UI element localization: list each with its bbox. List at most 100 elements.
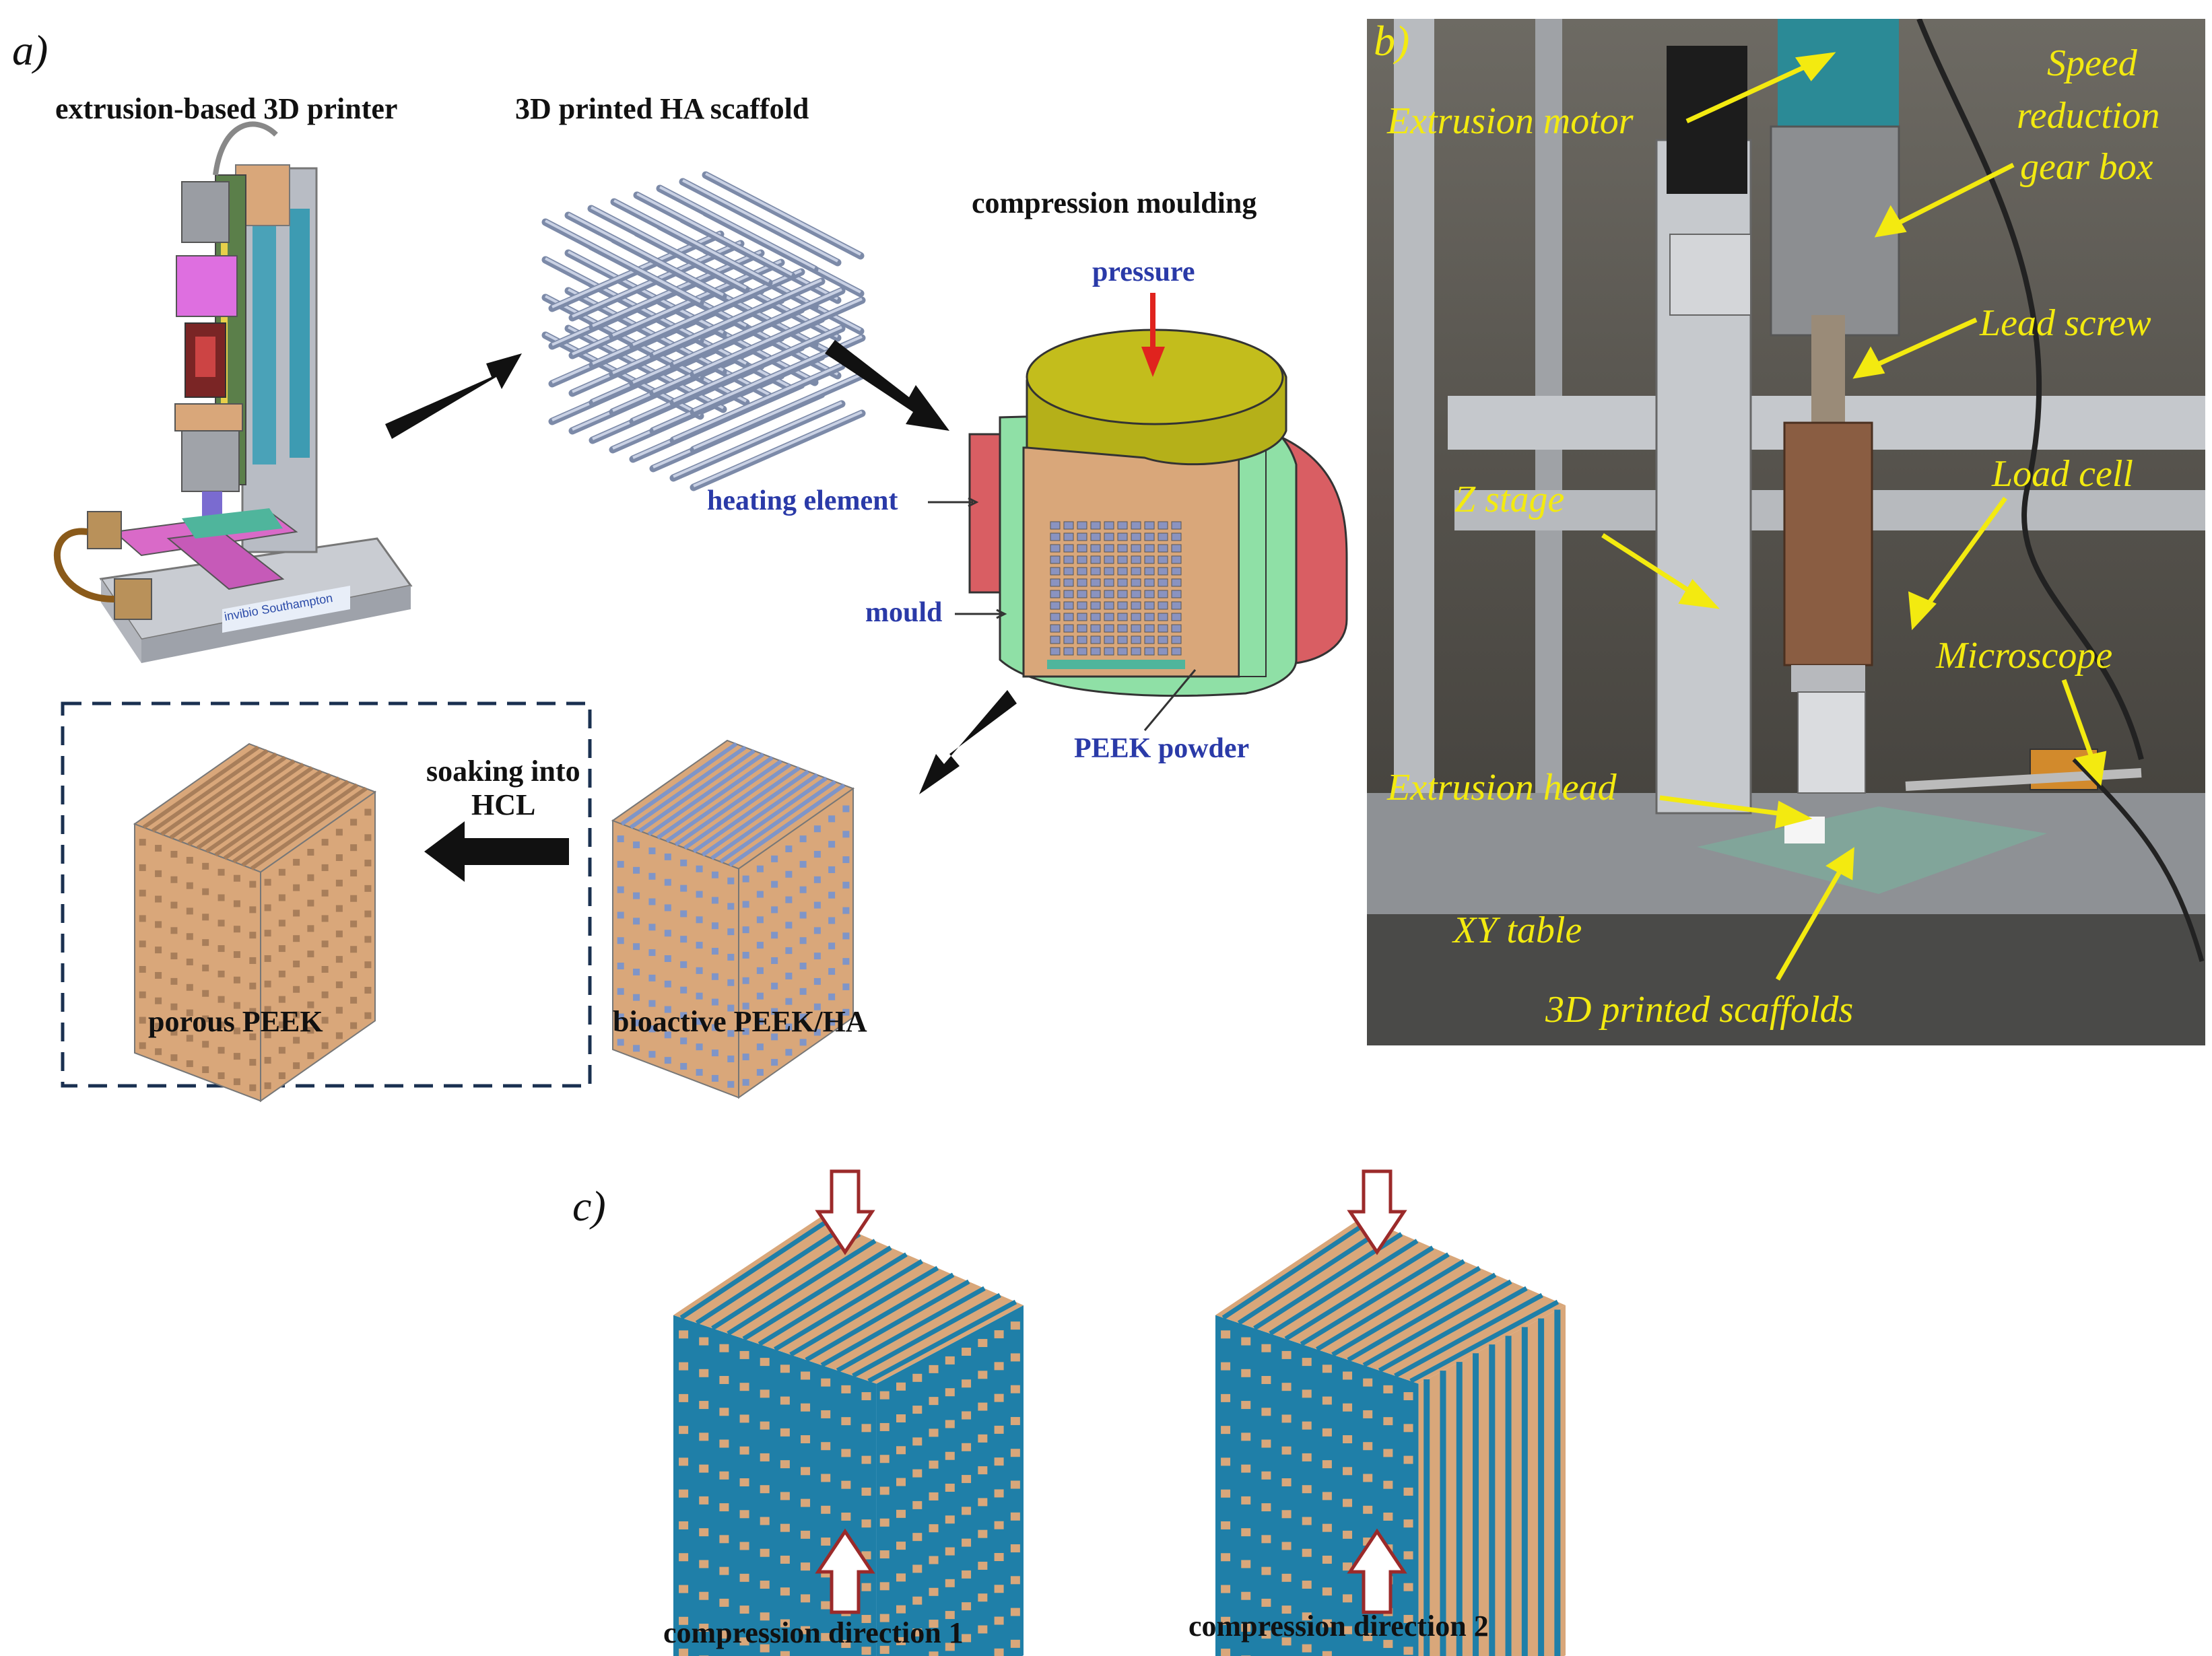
lattice-rod-highlight	[693, 373, 863, 450]
mould-grid-cell	[1131, 578, 1141, 587]
mould-grid-cell	[1077, 613, 1087, 621]
bioactive-cube-pore	[756, 891, 764, 898]
lattice-rod	[679, 215, 842, 304]
bioactive-cube-pore	[664, 930, 671, 937]
porous-peek-cube-pore	[364, 910, 372, 918]
porous-peek-cube-pore	[335, 930, 343, 938]
porous-peek-cube-left-face	[134, 823, 261, 1102]
compression-cube-2-pore	[1403, 1519, 1413, 1528]
porous-peek-cube-pore	[264, 1082, 271, 1089]
porous-peek-cube-pore	[307, 899, 314, 907]
bioactive-cube-pore	[813, 876, 821, 883]
compression-cube-1-pore	[760, 1389, 770, 1398]
porous-peek-cube-pore	[155, 971, 162, 979]
mould-grid-cell	[1090, 555, 1101, 564]
porous-peek-cube-pore	[249, 881, 257, 888]
compression-cube-1-pore	[719, 1471, 729, 1480]
compression-cube-1-pore	[739, 1350, 749, 1359]
compression-cube-2-pore	[1221, 1585, 1231, 1593]
porous-peek-cube-pore	[217, 970, 225, 977]
bioactive-cube-pore	[727, 953, 735, 961]
compression-cube-1-pore	[821, 1410, 831, 1418]
bioactive-cube-pore	[785, 947, 793, 955]
lattice-rod	[587, 280, 750, 369]
compression-cube-1-pore	[760, 1421, 770, 1430]
porous-peek-cube-pore	[335, 879, 343, 887]
compression-cube-1-pore	[801, 1530, 811, 1539]
heating-element	[1264, 429, 1348, 664]
mould-grid-cell	[1050, 521, 1061, 530]
bioactive-cube-pore	[617, 835, 624, 843]
compression-cube-2-pore	[1302, 1644, 1312, 1653]
lattice-rod-highlight	[613, 275, 770, 358]
mould-grid-cell	[1171, 521, 1182, 530]
compression-cube-2-pore	[1221, 1426, 1231, 1435]
label-speed-line3: gear box	[2020, 146, 2153, 188]
mould-grid-cell	[1144, 578, 1155, 587]
lattice-rod-highlight	[613, 237, 770, 320]
bioactive-cube-pore	[727, 1080, 735, 1088]
porous-peek-cube-pore	[278, 1047, 286, 1054]
bioactive-cube-pore	[771, 1059, 778, 1066]
mould-grid-cell	[1077, 647, 1087, 656]
bioactive-cube-pore	[785, 1049, 793, 1056]
porous-peek-cube-pore	[307, 925, 314, 932]
mould-grid-cell	[1117, 635, 1128, 644]
mould-grid-cell	[1144, 532, 1155, 541]
porous-peek-cube-pore	[278, 970, 286, 977]
porous-peek-cube-pore	[186, 984, 193, 991]
porous-peek-cube-pore	[170, 1054, 178, 1062]
bioactive-cube-pore	[633, 918, 640, 925]
compression-cube-1-pore	[679, 1585, 689, 1593]
porous-peek-cube-pore	[293, 1062, 300, 1070]
compression-cube-1-pore	[719, 1439, 729, 1448]
compression-cube-1-pore	[896, 1478, 906, 1486]
lattice-rod	[669, 324, 846, 407]
lattice-rod-highlight	[545, 295, 701, 378]
compression-cube-1-pore	[879, 1422, 890, 1431]
lattice-rod	[541, 331, 704, 420]
mould-grid-cell	[1063, 521, 1074, 530]
porous-peek-cube-pore	[278, 996, 286, 1003]
porous-peek-cube-pore	[233, 951, 240, 959]
compression-cube-2-pore	[1363, 1410, 1373, 1418]
lattice-rod	[564, 324, 727, 413]
compression-cube-2-pore	[1281, 1383, 1292, 1391]
lattice-rod-highlight	[592, 288, 762, 365]
compression-cube-1-top-stripe	[805, 1272, 955, 1362]
bioactive-cube-pore	[664, 980, 671, 988]
pressure-label: pressure	[1092, 256, 1195, 287]
porous-peek-cube-pore	[335, 854, 343, 862]
compression-cube-1-pore	[679, 1330, 689, 1339]
lattice-rod	[702, 209, 865, 298]
bioactive-cube-pore	[711, 922, 718, 930]
bioactive-cube-pore	[664, 1057, 671, 1064]
compression-cube-1-pore	[912, 1500, 923, 1509]
mould-grid-cell	[1077, 590, 1087, 598]
compression-cube-2-pore	[1363, 1474, 1373, 1482]
compression-cube-2-pore	[1302, 1389, 1312, 1398]
porous-peek-cube-pore	[350, 996, 358, 1004]
compression-cube-2-pore	[1302, 1548, 1312, 1557]
compression-cube-2-pore	[1241, 1528, 1251, 1537]
mould-grid-cell	[1077, 601, 1087, 610]
lattice-rod	[649, 353, 826, 435]
porous-peek-cube-pore	[139, 1042, 146, 1049]
bioactive-cube-pore	[842, 805, 850, 813]
compression-cube-1-pore	[994, 1457, 1004, 1466]
porous-peek-cube-right-face	[260, 790, 376, 1103]
compression-cube-2-pore	[1241, 1464, 1251, 1473]
mould-grid-cell	[1063, 601, 1074, 610]
lattice-rod	[610, 311, 773, 400]
compression-cube-2-pore	[1363, 1378, 1373, 1387]
mould-grid-cell	[1131, 555, 1141, 564]
compression-cube-2-right-face	[1418, 1305, 1566, 1656]
porous-peek-cube-pore	[202, 1041, 209, 1048]
bioactive-cube-pore	[742, 1078, 749, 1086]
porous-peek-cube-pore	[264, 878, 271, 886]
lattice-rod-highlight	[693, 298, 863, 374]
compression-cube-1-top-stripe	[727, 1239, 877, 1336]
mould-grid-cell	[1077, 624, 1087, 633]
bioactive-cube-pore	[648, 949, 656, 957]
compression-cube-2-pore	[1302, 1581, 1312, 1589]
